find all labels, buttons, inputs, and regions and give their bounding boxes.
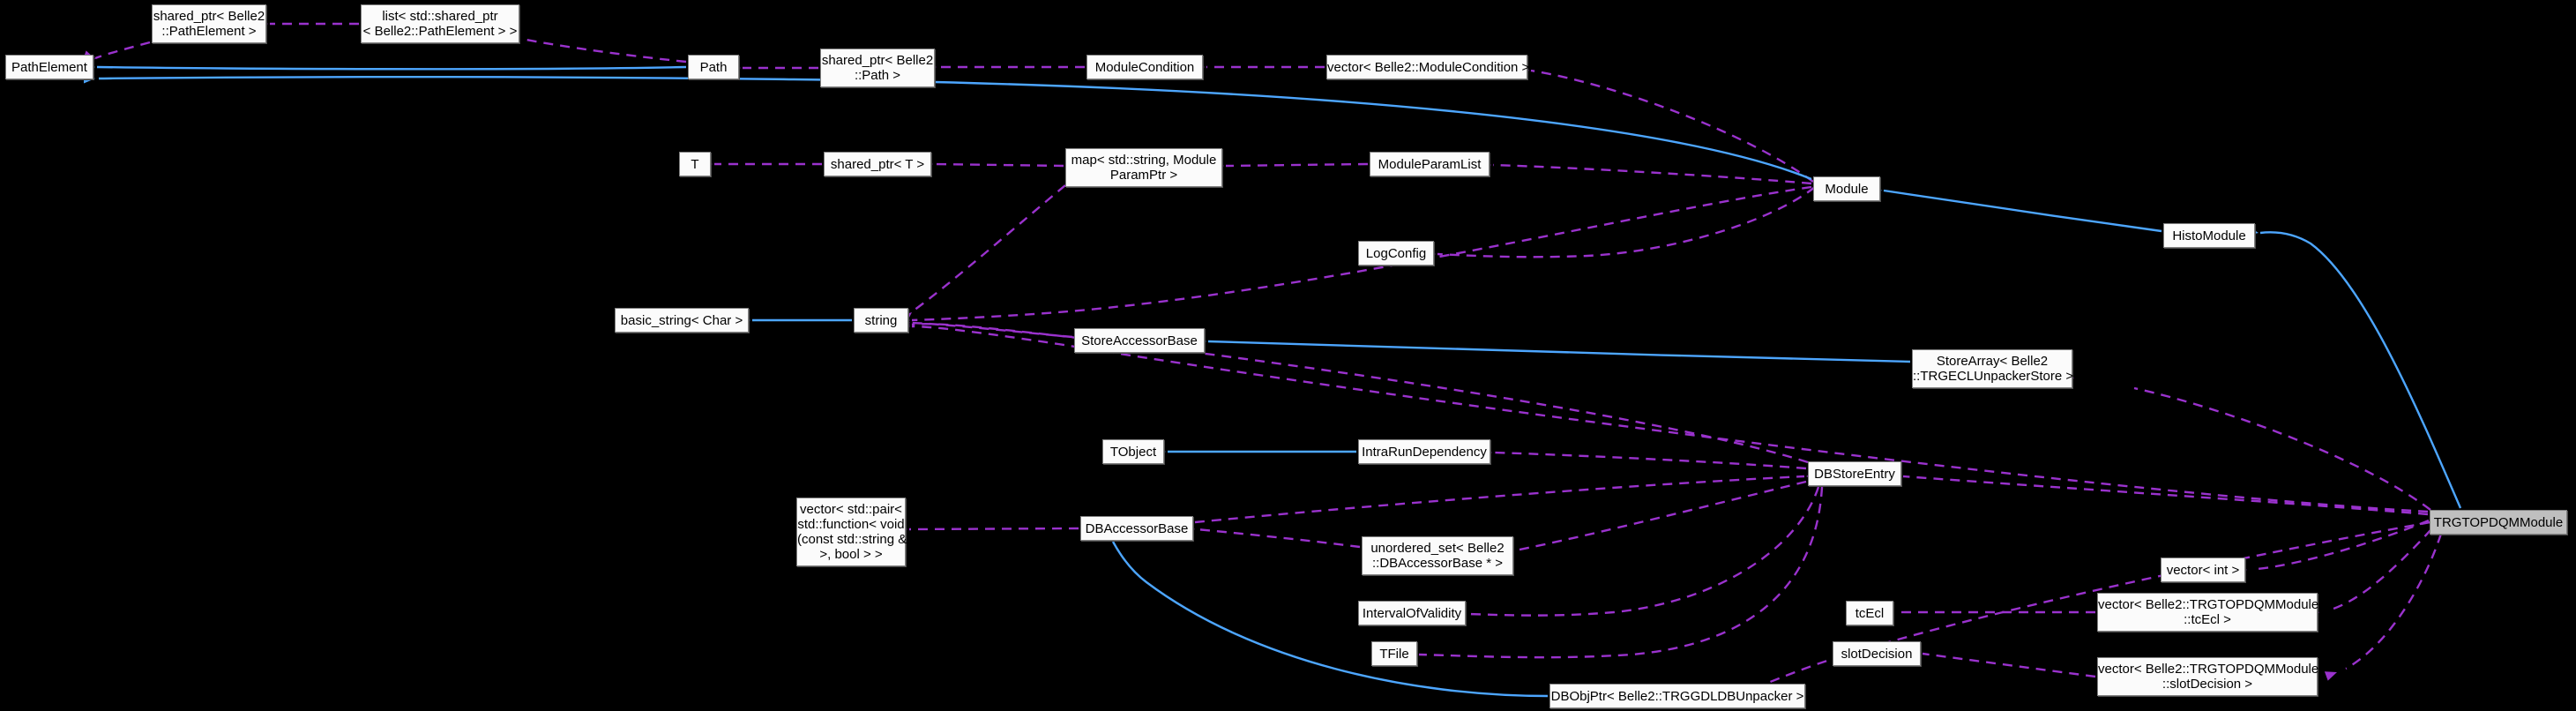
node-label-sharedptr_path: shared_ptr< Belle2 ::Path > (821, 53, 934, 83)
node-label-string: string (864, 312, 898, 328)
node-label-path: Path (699, 59, 728, 75)
node-label-list_sharedptr_pe: list< std::shared_ptr < Belle2::PathElem… (362, 9, 518, 39)
node-label-module: Module (1825, 181, 1869, 197)
node-label-dbaccessorbase: DBAccessorBase (1085, 520, 1189, 536)
node-tfile[interactable]: TFile (1371, 641, 1417, 666)
edge-trgtop-to-histomodule (2246, 226, 2462, 509)
node-vec_pair_fn[interactable]: vector< std::pair< std::function< void (… (796, 498, 912, 566)
node-slotdecision[interactable]: slotDecision (1833, 641, 1921, 666)
node-label-unordered_set_dba: unordered_set< Belle2 ::DBAccessorBase *… (1370, 541, 1505, 571)
node-label-tfile: TFile (1379, 646, 1409, 662)
node-label-logconfig: LogConfig (1365, 245, 1427, 261)
node-basic_string[interactable]: basic_string< Char > (615, 308, 749, 333)
node-modulecondition[interactable]: ModuleCondition (1086, 55, 1203, 79)
node-label-sharedptr_t: shared_ptr< T > (830, 156, 925, 172)
node-intervalofvalidity[interactable]: IntervalOfValidity (1358, 601, 1466, 625)
node-vec_modulecondition[interactable]: vector< Belle2::ModuleCondition > (1326, 55, 1530, 79)
node-vec_int[interactable]: vector< int > (2161, 558, 2245, 582)
node-label-dbobjptr_trggdl: DBObjPtr< Belle2::TRGGDLDBUnpacker > (1550, 688, 1804, 704)
node-label-pathelement: PathElement (11, 59, 87, 75)
node-label-moduleparamlist: ModuleParamList (1378, 156, 1482, 172)
node-label-modulecondition: ModuleCondition (1094, 59, 1195, 75)
edge-path-to-list_sharedptr_pe (508, 32, 687, 64)
edge-path-to-pathelement (84, 62, 687, 72)
node-dbstoreentry[interactable]: DBStoreEntry (1808, 461, 1901, 486)
node-dbobjptr_trggdl[interactable]: DBObjPtr< Belle2::TRGGDLDBUnpacker > (1549, 684, 1805, 708)
node-label-sharedptr_pe: shared_ptr< Belle2 ::PathElement > (153, 9, 265, 39)
edge-trgtop-to-vecint (2235, 519, 2430, 574)
node-intrarundependency[interactable]: IntraRunDependency (1358, 439, 1490, 464)
edge-sharedptr_path-to-path (729, 63, 818, 73)
edge-sharedptr_t-to-t (701, 159, 822, 169)
edge-dbstore-to-string (898, 320, 1809, 464)
edge-map-to-string (900, 184, 1066, 324)
edge-module-to-pathelement (84, 73, 1812, 181)
node-moduleparamlist[interactable]: ModuleParamList (1370, 152, 1490, 176)
edge-vecmc-to-modulecondition (1193, 62, 1325, 72)
node-trgtopdqmmodule[interactable]: TRGTOPDQMModule (2430, 510, 2567, 535)
node-string[interactable]: string (854, 308, 908, 333)
node-label-tcecl: tcEcl (1855, 605, 1885, 621)
edge-trgtop-to-dbstore (1889, 470, 2429, 516)
node-label-histomodule: HistoModule (2172, 228, 2246, 243)
edge-dbaccessor-to-dbstore (1194, 470, 1818, 524)
edge-list_sharedptr_pe-to-sharedptr_pe (257, 19, 359, 29)
node-label-slotdecision: slotDecision (1841, 646, 1913, 662)
node-label-t: T (691, 156, 699, 172)
node-label-vec_slotdecision: vector< Belle2::TRGTOPDQMModule ::slotDe… (2098, 662, 2319, 692)
node-label-trgtopdqmmodule: TRGTOPDQMModule (2433, 514, 2564, 530)
edge-modulecondition-to-sharedptr_path (925, 62, 1085, 72)
node-dbaccessorbase[interactable]: DBAccessorBase (1080, 516, 1193, 541)
edge-moduleparamlist-to-map (1213, 161, 1369, 171)
node-tcecl[interactable]: tcEcl (1846, 601, 1893, 625)
node-label-storearray_trgecl: StoreArray< Belle2 ::TRGECLUnpackerStore… (1913, 354, 2074, 384)
node-t[interactable]: T (679, 152, 711, 176)
edge-vectcecl-to-tcecl (1882, 607, 2095, 617)
edge-module-to-logconfig (1424, 186, 1816, 259)
node-label-intervalofvalidity: IntervalOfValidity (1362, 605, 1462, 621)
node-sharedptr_t[interactable]: shared_ptr< T > (824, 152, 931, 176)
edge-trgtop-to-vecslot (2324, 533, 2443, 681)
node-label-vec_tcecl: vector< Belle2::TRGTOPDQMModule ::tcEcl … (2098, 597, 2319, 627)
edge-storearray-to-storeaccessor (1194, 336, 1911, 363)
node-storearray_trgecl[interactable]: StoreArray< Belle2 ::TRGECLUnpackerStore… (1912, 349, 2074, 388)
node-path[interactable]: Path (688, 55, 739, 79)
node-sharedptr_path[interactable]: shared_ptr< Belle2 ::Path > (820, 49, 935, 87)
node-vec_tcecl[interactable]: vector< Belle2::TRGTOPDQMModule ::tcEcl … (2097, 593, 2318, 632)
edge-dbaccessor-to-vecpair (896, 524, 1079, 535)
node-sharedptr_pe[interactable]: shared_ptr< Belle2 ::PathElement > (152, 4, 266, 43)
node-label-dbstoreentry: DBStoreEntry (1814, 466, 1895, 482)
node-vec_slotdecision[interactable]: vector< Belle2::TRGTOPDQMModule ::slotDe… (2097, 657, 2318, 696)
edge-unorderedset-to-dbaccessor (1183, 522, 1361, 549)
edge-string-to-basic_string (739, 315, 852, 326)
edge-map-to-sharedptr_t (922, 159, 1064, 169)
edge-vecslot-to-slotdecision (1908, 647, 2096, 678)
node-list_sharedptr_pe[interactable]: list< std::shared_ptr < Belle2::PathElem… (361, 4, 519, 43)
node-label-basic_string: basic_string< Char > (620, 312, 743, 328)
node-module[interactable]: Module (1813, 176, 1880, 201)
node-tobject[interactable]: TObject (1102, 439, 1164, 464)
edge-dbstore-to-intrarun (1481, 447, 1807, 470)
node-label-vec_int: vector< int > (2166, 562, 2240, 578)
node-map_modparam[interactable]: map< std::string, Module ParamPtr > (1065, 148, 1222, 187)
node-label-tobject: TObject (1109, 444, 1157, 460)
edge-module-to-string (899, 185, 1812, 326)
node-histomodule[interactable]: HistoModule (2163, 223, 2255, 248)
node-label-vec_modulecondition: vector< Belle2::ModuleCondition > (1327, 59, 1530, 75)
node-label-intrarundependency: IntraRunDependency (1362, 444, 1487, 460)
node-logconfig[interactable]: LogConfig (1358, 241, 1434, 266)
edge-trgtop-to-storearray (2062, 370, 2431, 511)
node-label-storeaccessorbase: StoreAccessorBase (1081, 333, 1198, 348)
node-label-map_modparam: map< std::string, Module ParamPtr > (1071, 153, 1217, 183)
edge-intrarun-to-tobject (1154, 446, 1356, 457)
edge-histomodule-to-module (1870, 183, 2162, 233)
node-unordered_set_dba[interactable]: unordered_set< Belle2 ::DBAccessorBase *… (1362, 536, 1513, 575)
node-label-vec_pair_fn: vector< std::pair< std::function< void (… (797, 502, 912, 562)
node-storeaccessorbase[interactable]: StoreAccessorBase (1074, 328, 1205, 353)
node-pathelement[interactable]: PathElement (5, 55, 93, 79)
edge-module-to-moduleparamlist (1480, 160, 1812, 185)
